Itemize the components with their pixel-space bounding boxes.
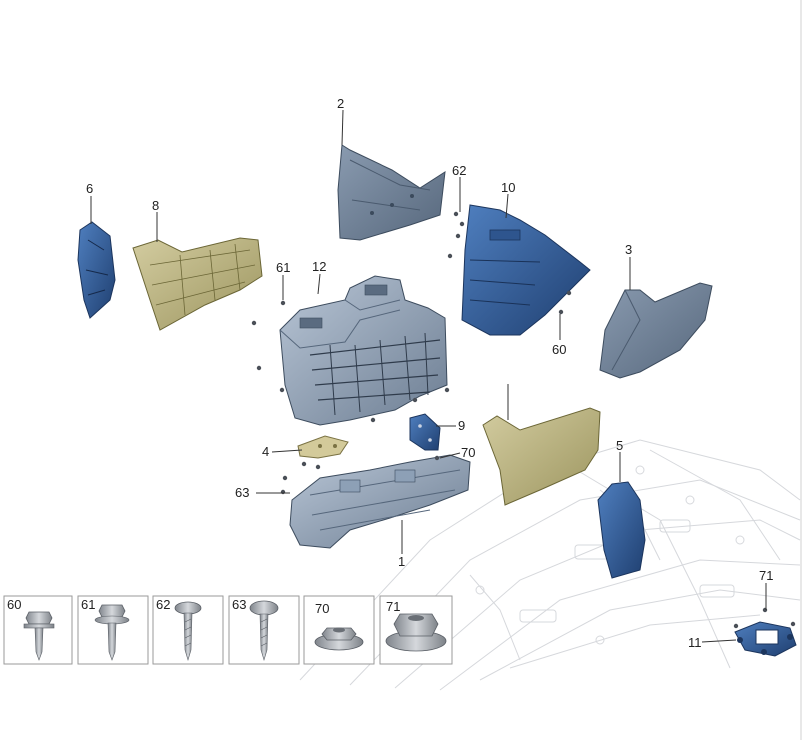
callout-4: 4: [262, 444, 269, 459]
callout-71: 71: [759, 568, 773, 583]
callout-9: 9: [458, 418, 465, 433]
fastener-box-63: 63: [228, 595, 300, 665]
part-4-bracket: [297, 435, 349, 459]
part-11-bracket-assembly: [734, 621, 797, 657]
fastener-box-70: 70: [303, 595, 375, 665]
callout-62: 62: [452, 163, 466, 178]
fastener-label-70: 70: [315, 601, 329, 616]
part-10-rear-console-cover: [461, 204, 591, 336]
fastener-box-71: 71: [379, 595, 453, 665]
part-8-insulation-panel: [132, 237, 263, 331]
fastener-legend: 60 61 62 63: [3, 595, 453, 665]
callout-11: 11: [688, 635, 702, 650]
callout-2: 2: [337, 96, 344, 111]
callout-63: 63: [235, 485, 249, 500]
part-6-left-side-panel: [77, 221, 116, 319]
part-5-trim-panel: [597, 481, 646, 579]
part-3-side-panel: [599, 282, 713, 379]
callout-3: 3: [625, 242, 632, 257]
fastener-label-61: 61: [81, 597, 95, 612]
callout-70: 70: [461, 445, 475, 460]
callout-61: 61: [276, 260, 290, 275]
callout-labels: 2 6 8 62 10 3 61 12 60 9 4 70 63 5 1 71 …: [86, 96, 773, 650]
callout-1: 1: [398, 554, 405, 569]
callout-6: 6: [86, 181, 93, 196]
fastener-label-62: 62: [156, 597, 170, 612]
part-1-lower-frame: [289, 454, 471, 549]
fastener-label-63: 63: [232, 597, 246, 612]
part-12-center-console: [279, 275, 448, 426]
fastener-label-60: 60: [7, 597, 21, 612]
callout-12: 12: [312, 259, 326, 274]
part-9-mounting-plate: [409, 413, 441, 451]
callout-5: 5: [616, 438, 623, 453]
fastener-box-62: 62: [152, 595, 224, 665]
leader-lines: [90, 109, 767, 643]
callout-10: 10: [501, 180, 515, 195]
callout-60: 60: [552, 342, 566, 357]
part-7-side-cover: [482, 407, 601, 506]
fastener-dots: [251, 211, 796, 629]
fastener-box-60: 60: [3, 595, 73, 665]
callout-8: 8: [152, 198, 159, 213]
fastener-label-71: 71: [386, 599, 400, 614]
part-2-rear-upper-panel: [337, 144, 446, 241]
fastener-box-61: 61: [77, 595, 149, 665]
